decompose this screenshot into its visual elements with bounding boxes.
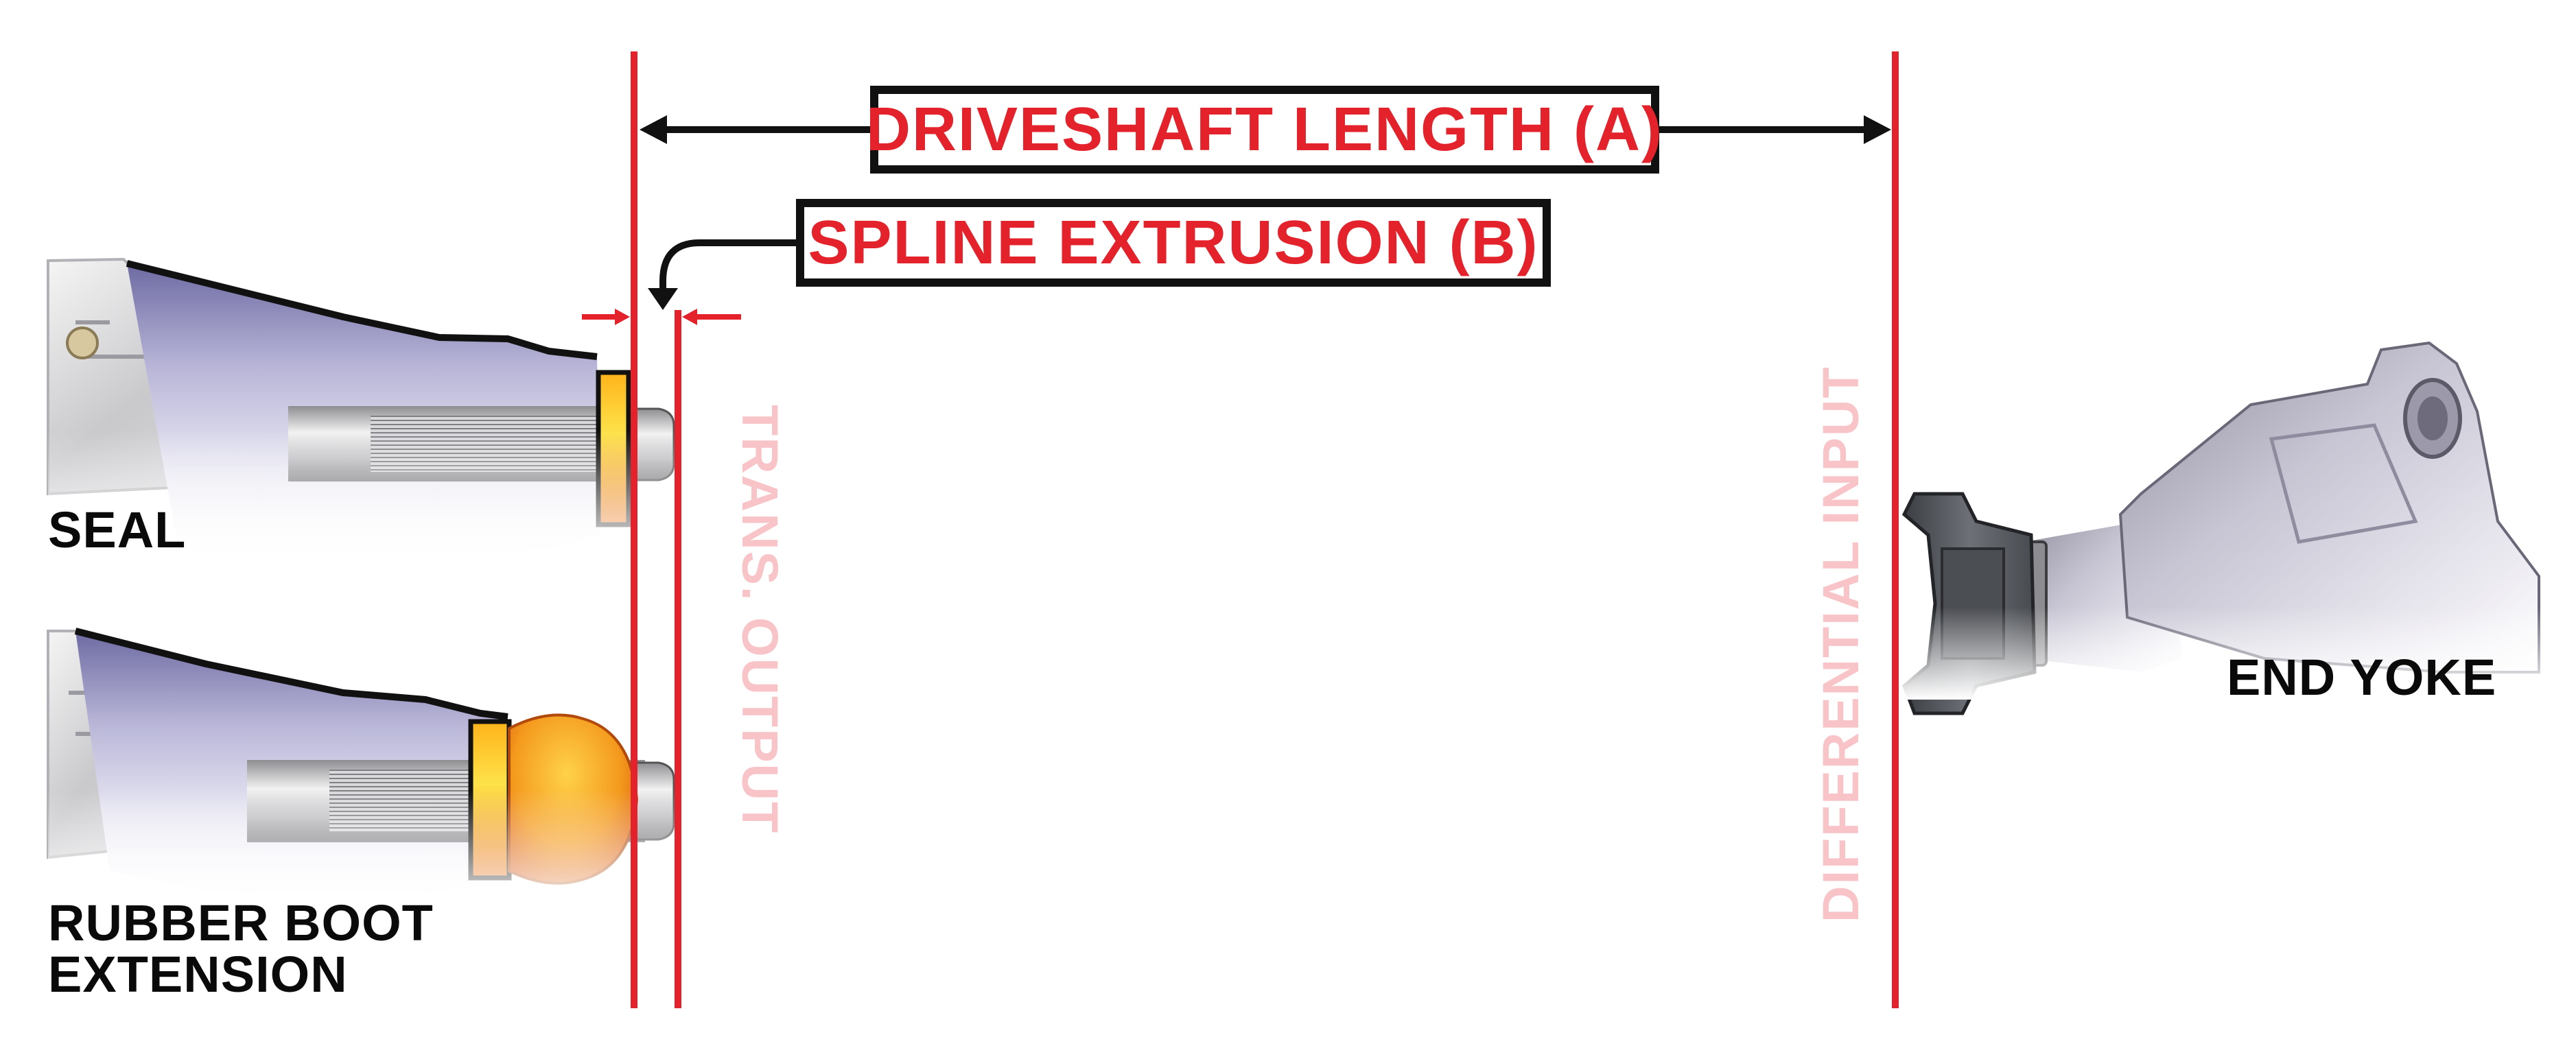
trans-output-label: TRANS. OUTPUT: [731, 405, 788, 835]
driveshaft-length-label: DRIVESHAFT LENGTH (A): [866, 86, 1662, 174]
driveshaft-length-arrow: [640, 115, 1891, 144]
seal-label: SEAL: [48, 501, 187, 558]
end-yoke-label: END YOKE: [2227, 649, 2497, 706]
spline-extrusion-label: SPLINE EXTRUSION (B): [796, 199, 1551, 287]
spline-extrusion-leader: [648, 239, 797, 310]
rubber-boot-line-1: RUBBER BOOT: [48, 894, 434, 951]
transmission-seal-illustration: [47, 257, 721, 569]
rubber-boot-extension-label: RUBBER BOOT EXTENSION: [48, 897, 434, 1001]
rubber-boot-line-2: EXTENSION: [48, 946, 348, 1003]
differential-input-label: DIFFERENTIAL INPUT: [1812, 366, 1869, 923]
transmission-boot-illustration: [47, 628, 721, 919]
spline-extrusion-indicator: [582, 309, 741, 325]
differential-end-yoke-illustration: [1894, 341, 2576, 715]
